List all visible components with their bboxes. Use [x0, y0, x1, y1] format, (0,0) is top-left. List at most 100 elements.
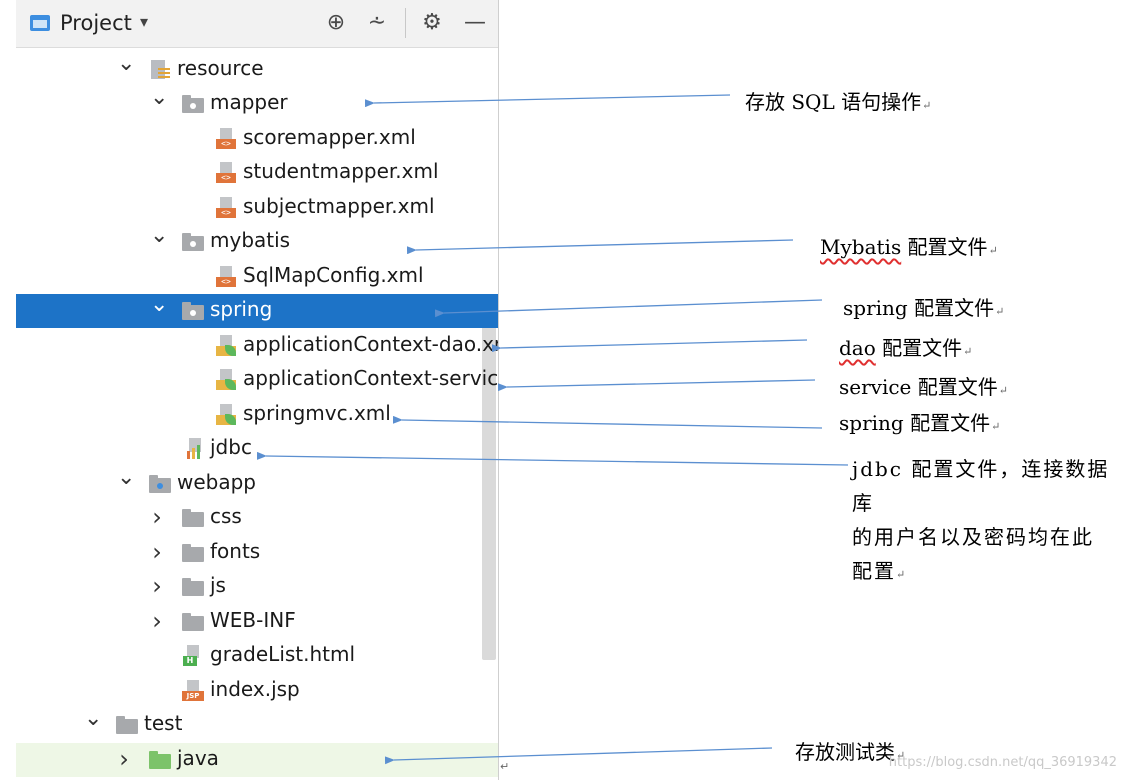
tree-item-label: test [144, 711, 183, 735]
tree-row-resource[interactable]: ⌄resource [16, 53, 498, 87]
spring-xml-file-icon [215, 335, 237, 357]
annotation-springmvc-text: spring 配置文件 [839, 411, 991, 435]
chevron-right-icon[interactable]: › [152, 538, 162, 566]
chevron-right-icon[interactable]: › [152, 572, 162, 600]
tree-item-label: jdbc [210, 435, 252, 459]
chevron-down-icon[interactable]: ▾ [140, 12, 149, 31]
arrow-dao [491, 339, 808, 353]
tree-item-label: css [210, 504, 242, 528]
gear-icon[interactable]: ⚙ [422, 10, 442, 35]
annotation-jdbc: jdbc 配置文件，连接数据库 的用户名以及密码均在此 配置↵ [852, 452, 1122, 592]
tree-row-js[interactable]: › js [16, 570, 498, 604]
annotation-springmvc: spring 配置文件↵ [839, 407, 1000, 436]
tree-row-webapp[interactable]: ⌄webapp [16, 467, 498, 501]
tree-item-label: gradeList.html [210, 642, 356, 666]
tree-item-label: mybatis [210, 228, 291, 252]
arrow-jdbc [256, 451, 849, 466]
tree-row-scoremapper-xml[interactable]: <> scoremapper.xml [16, 122, 498, 156]
tree-row-test[interactable]: ⌄test [16, 708, 498, 742]
tree-item-label: scoremapper.xml [243, 125, 416, 149]
tree-item-label: subjectmapper.xml [243, 194, 435, 218]
annotation-service: service 配置文件↵ [839, 371, 1008, 400]
annotation-dao: dao 配置文件↵ [839, 332, 972, 361]
tree-item-label: springmvc.xml [243, 401, 391, 425]
tree-row-jdbc[interactable]: jdbc [16, 432, 498, 466]
tree-row-css[interactable]: › css [16, 501, 498, 535]
tree-row-index-jsp[interactable]: JSP index.jsp [16, 674, 498, 708]
xml-file-icon: <> [215, 266, 237, 288]
paragraph-mark: ↵ [896, 568, 908, 581]
tree-row-applicationcontext-service[interactable]: applicationContext-service. [16, 363, 498, 397]
tree-item-label: applicationContext-dao.xm [243, 332, 499, 356]
tree-item-label: mapper [210, 90, 288, 114]
arrow-mapper [364, 94, 731, 108]
properties-file-icon [184, 438, 206, 460]
annotation-java: 存放测试类↵ [795, 736, 905, 765]
vertical-scrollbar[interactable] [482, 300, 496, 660]
resource-folder-icon [149, 59, 171, 81]
package-folder-icon [182, 93, 204, 115]
tree-item-label: spring [210, 297, 273, 321]
annotation-jdbc-line: 配置 [852, 559, 896, 583]
annotation-mapper: 存放 SQL 语句操作↵ [745, 86, 931, 115]
paragraph-mark: ↵ [995, 305, 1005, 318]
xml-file-icon: <> [215, 197, 237, 219]
paragraph-mark: ↵ [500, 760, 510, 773]
minimize-icon[interactable]: — [464, 10, 486, 35]
annotation-spring-text: spring 配置文件 [843, 296, 995, 320]
chevron-right-icon[interactable]: › [152, 503, 162, 531]
annotation-dao-text: 配置文件 [875, 336, 963, 360]
arrow-java [384, 747, 773, 765]
annotation-spring: spring 配置文件↵ [843, 292, 1004, 321]
package-folder-icon [182, 300, 204, 322]
spring-xml-file-icon [215, 369, 237, 391]
paragraph-mark: ↵ [991, 420, 1001, 433]
target-icon[interactable]: ⊕ [326, 10, 346, 35]
tree-item-label: SqlMapConfig.xml [243, 263, 424, 287]
chevron-right-icon[interactable]: › [119, 745, 129, 773]
annotation-jdbc-line: 的用户名以及密码均在此 [852, 525, 1094, 549]
tree-row-springmvc-xml[interactable]: springmvc.xml [16, 398, 498, 432]
spring-xml-file-icon [215, 404, 237, 426]
web-folder-icon [149, 473, 171, 495]
paragraph-mark: ↵ [988, 244, 998, 257]
annotation-mybatis: Mybatis 配置文件↵ [820, 231, 998, 260]
tree-row-subjectmapper-xml[interactable]: <> subjectmapper.xml [16, 191, 498, 225]
tree-item-label: js [210, 573, 226, 597]
watermark: https://blog.csdn.net/qq_36919342 [888, 755, 1117, 770]
chevron-right-icon[interactable]: › [152, 607, 162, 635]
tree-item-label: applicationContext-service. [243, 366, 499, 390]
tree-row-studentmapper-xml[interactable]: <> studentmapper.xml [16, 156, 498, 190]
html-file-icon: H [182, 645, 204, 667]
tree-item-label: WEB-INF [210, 608, 296, 632]
tree-row-spring[interactable]: ⌄spring [16, 294, 498, 328]
arrow-spring [434, 299, 823, 318]
toolbar-divider [405, 8, 406, 38]
project-toolbar: Project ▾ ⊕ ⩪ ⚙ — [16, 0, 498, 48]
collapse-all-icon[interactable]: ⩪ [367, 10, 387, 35]
annotation-dao-word: dao [839, 336, 876, 360]
arrow-service [497, 379, 816, 392]
xml-file-icon: <> [215, 128, 237, 150]
annotation-service-text: service 配置文件 [839, 375, 998, 399]
project-view-title[interactable]: Project [60, 11, 132, 35]
tree-item-label: index.jsp [210, 677, 300, 701]
tree-row-fonts[interactable]: › fonts [16, 536, 498, 570]
xml-file-icon: <> [215, 162, 237, 184]
tree-row-sqlmapconfig-xml[interactable]: <> SqlMapConfig.xml [16, 260, 498, 294]
tree-row-mybatis[interactable]: ⌄mybatis [16, 225, 498, 259]
jsp-file-icon: JSP [182, 680, 204, 702]
tree-row-mapper[interactable]: ⌄mapper [16, 87, 498, 121]
folder-icon [182, 542, 204, 564]
tree-row-web-inf[interactable]: › WEB-INF [16, 605, 498, 639]
tree-row-java[interactable]: ›java [16, 743, 498, 777]
tree-row-applicationcontext-dao-xm[interactable]: applicationContext-dao.xm [16, 329, 498, 363]
tree-item-label: fonts [210, 539, 261, 563]
tree-item-label: resource [177, 56, 264, 80]
tree-item-label: webapp [177, 470, 257, 494]
paragraph-mark: ↵ [922, 99, 932, 112]
package-folder-icon [182, 231, 204, 253]
tree-item-label: studentmapper.xml [243, 159, 439, 183]
